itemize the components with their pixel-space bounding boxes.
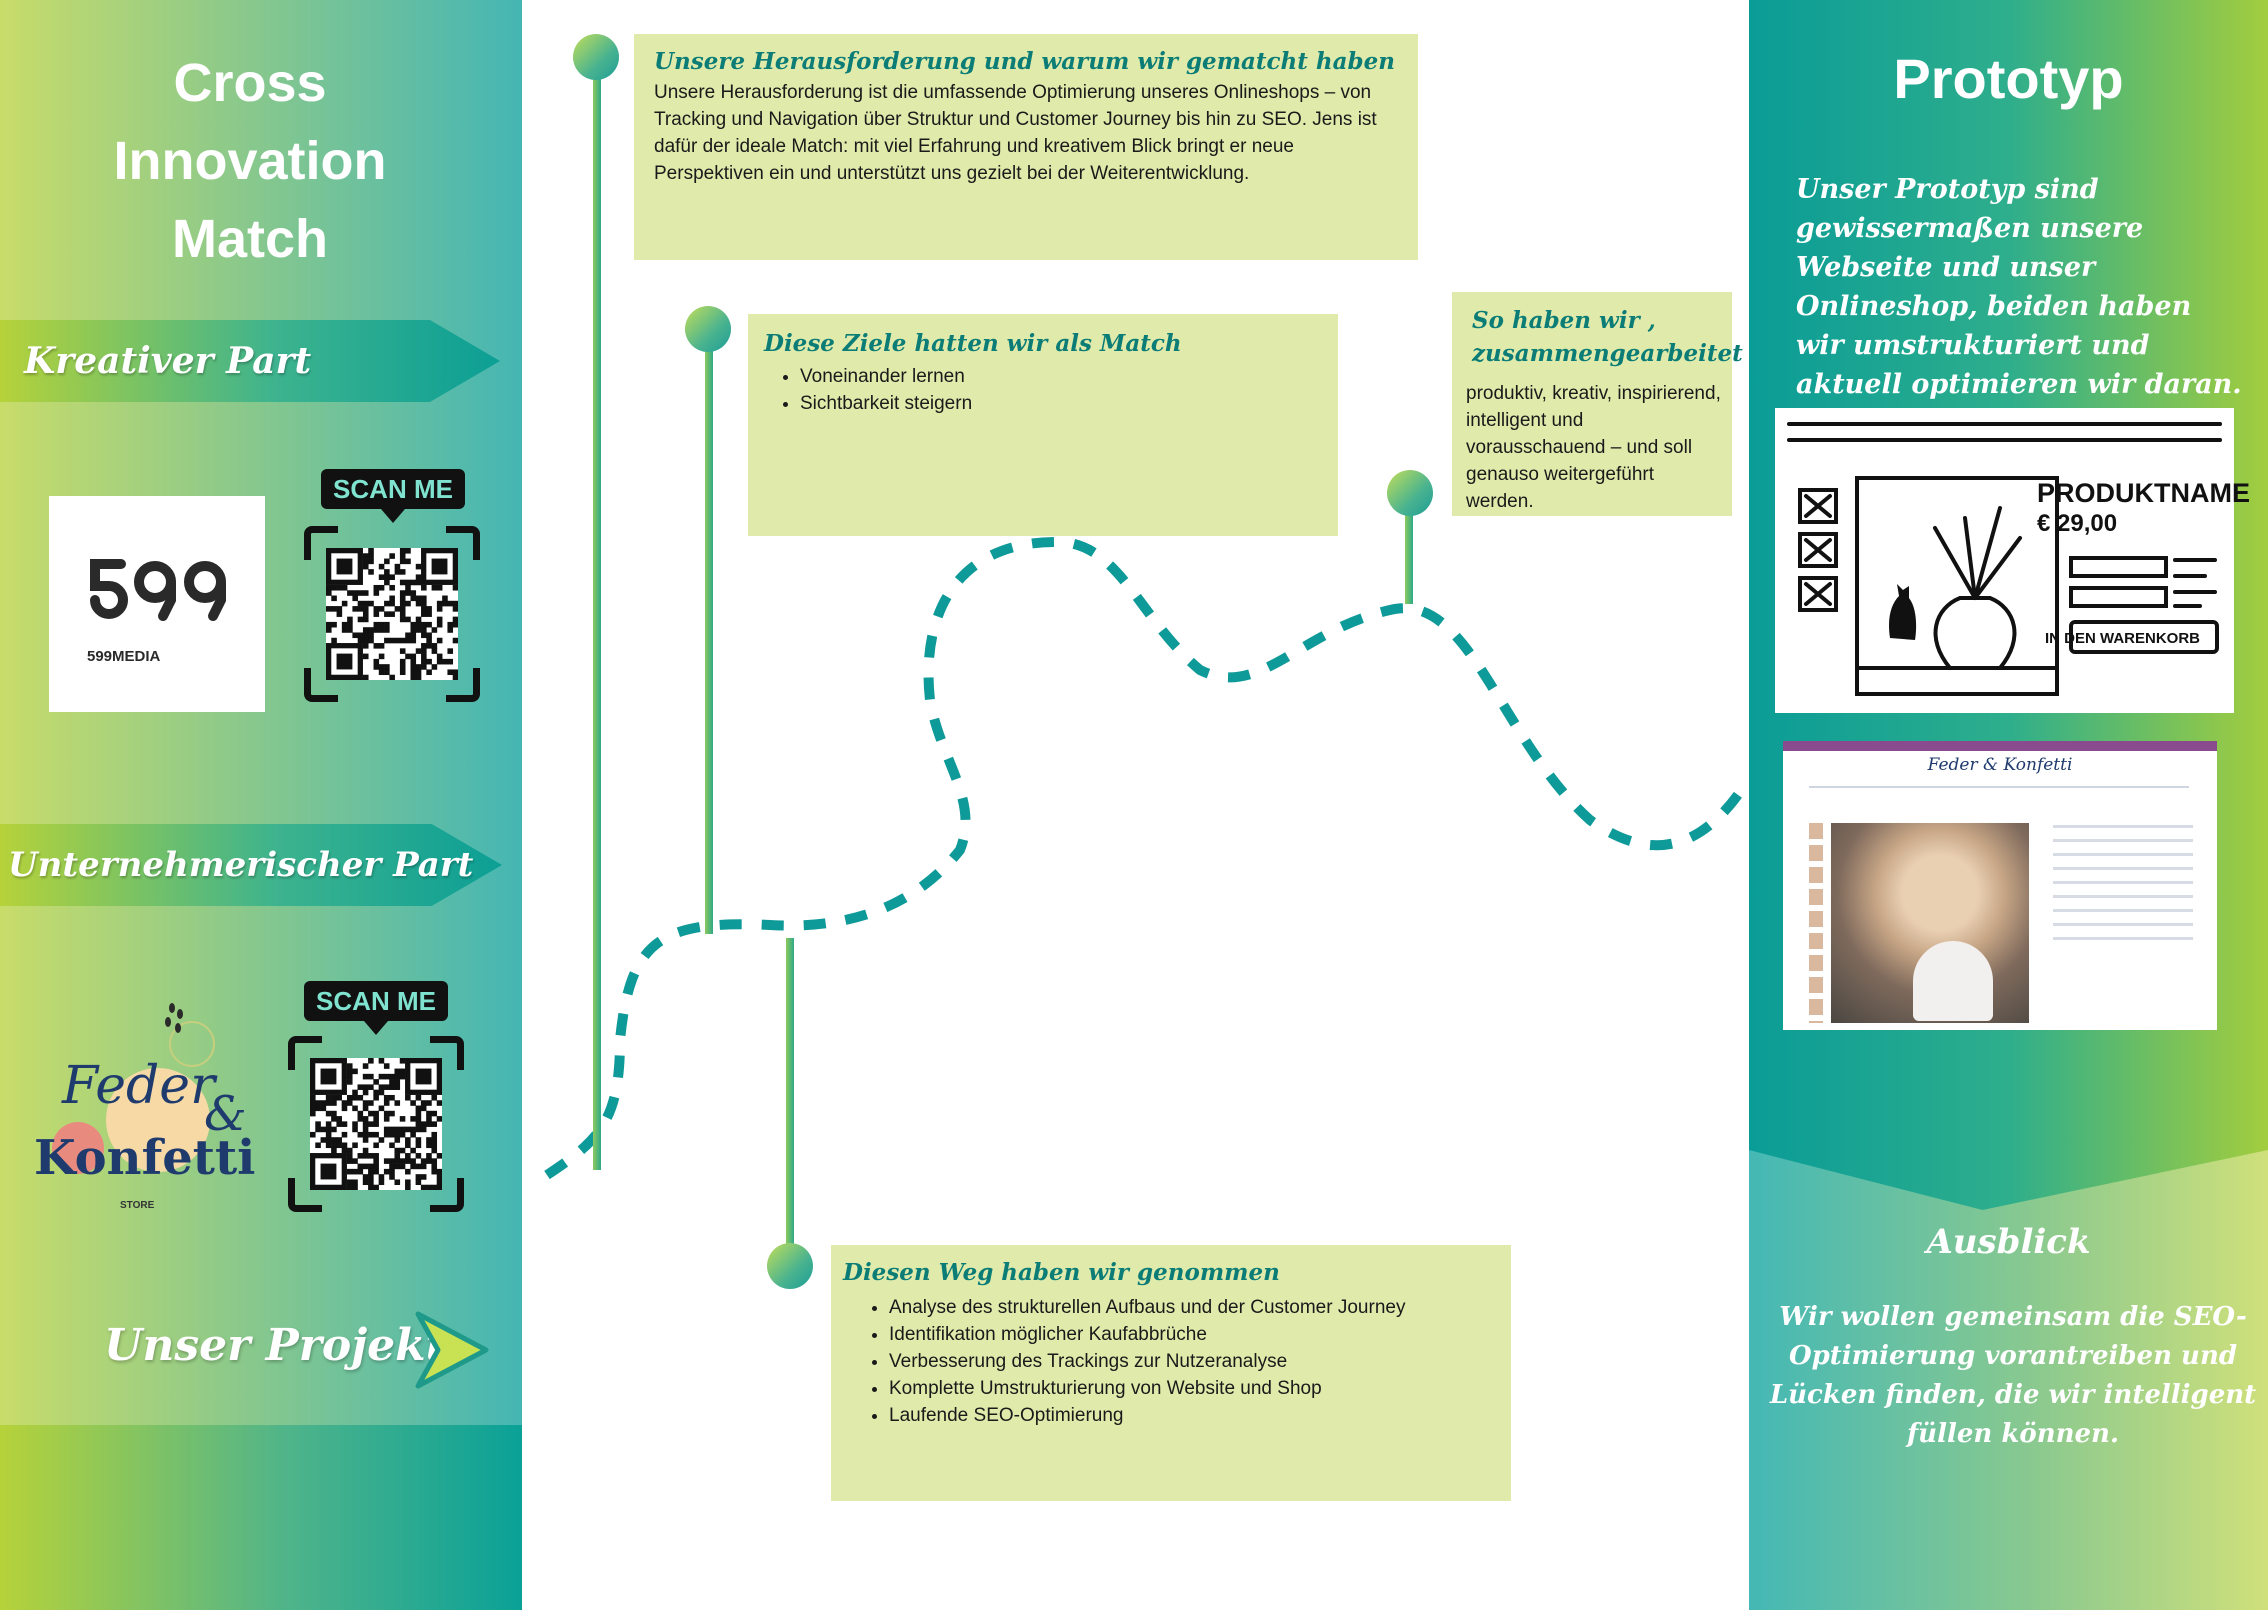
scan-me-tag-2: SCAN ME [304,981,448,1035]
prototype-title: Prototyp [1893,47,2124,110]
pin-stem-path [786,938,794,1278]
challenge-box: Unsere Herausforderung und warum wir gem… [634,34,1418,260]
pin-head-goals [685,306,731,352]
outlook-title: Ausblick [1926,1222,2091,1262]
collab-body: produktiv, kreativ, inspirierend, intell… [1466,383,1721,512]
path-box: Diesen Weg haben wir genommen Analyse de… [831,1245,1511,1501]
title-line-1: Cross [173,53,327,113]
path-item: Identifikation möglicher Kaufabbrüche [889,1321,1499,1348]
dashed-journey-path [544,536,1750,1180]
title-line-3: Match [171,209,328,269]
qr-code-599media[interactable] [304,526,480,702]
title-line-2: Innovation [113,131,387,191]
business-part-banner: Unternehmerischer Part [0,824,502,906]
path-heading: Diesen Weg haben wir genommen [843,1259,1280,1286]
collab-box: So haben wir , zusammengearbeitet produk… [1452,292,1743,516]
creative-part-banner: Kreativer Part [0,320,500,402]
path-list: Analyse des strukturellen Aufbaus und de… [843,1294,1499,1429]
challenge-body: Unsere Herausforderung ist die umfassend… [654,82,1377,184]
path-item: Komplette Umstrukturierung von Website u… [889,1375,1499,1402]
599media-label: 599MEDIA [87,648,161,665]
599-mark-icon [90,559,226,621]
goals-heading: Diese Ziele hatten wir als Match [764,330,1182,357]
scan-me-label-2: SCAN ME [316,986,436,1016]
goals-box: Diese Ziele hatten wir als Match Voneina… [748,314,1338,536]
goals-list: Voneinander lernen Sichtbarkeit steigern [764,363,1322,417]
feder-logo-store-label: STORE [120,1200,155,1211]
feder-konfetti-logo-icon [52,1003,215,1174]
left-panel-footer-band [0,1425,522,1610]
shop-vase-shape [1913,941,1993,1021]
scan-me-label-1: SCAN ME [333,474,453,504]
shop-brand: Feder & Konfetti [1927,755,2073,775]
pin-head-challenge [573,34,619,80]
path-item: Laufende SEO-Optimierung [889,1402,1499,1429]
path-item: Analyse des strukturellen Aufbaus und de… [889,1294,1499,1321]
prototype-sketch: PRODUKTNAME € 29,00 IN DEN WARENKORB [1775,408,2250,713]
project-label: Unser Projekt [104,1320,446,1371]
sketch-product-name: PRODUKTNAME [2037,478,2250,508]
shop-product-details [2053,825,2193,945]
feder-logo-ampersand: & [204,1086,247,1142]
pin-head-path [767,1243,813,1289]
goals-item: Voneinander lernen [800,363,1322,390]
pin-head-collab [1387,470,1433,516]
creative-part-label: Kreativer Part [24,340,312,382]
right-panel-outlook-band [1749,1150,2268,1610]
logo-feder-konfetti: Feder & Konfetti STORE [28,1000,258,1220]
wireframe-sketch-icon [1787,422,2222,696]
prototype-intro: Unser Prototyp sind gewissermaßen unsere… [1796,174,2242,400]
pin-stem-goals [705,330,713,934]
shop-thumbnails [1809,823,1823,1023]
scan-me-tag-1: SCAN ME [321,469,465,523]
business-part-label: Unternehmerischer Part [8,845,474,885]
sketch-price: € 29,00 [2037,510,2118,537]
challenge-heading: Unsere Herausforderung und warum wir gem… [654,48,1395,75]
outlook-text: Wir wollen gemeinsam die SEO-Optimierung… [1769,1302,2257,1449]
qr-code-feder-konfetti[interactable] [288,1036,464,1212]
main-title: Cross Innovation Match [0,44,500,278]
shop-screenshot: Feder & Konfetti [1783,741,2217,1030]
pin-stem-challenge [593,58,601,1170]
path-item: Verbesserung des Trackings zur Nutzerana… [889,1348,1499,1375]
feder-logo-word-1: Feder [62,1056,215,1116]
pin-stem-collab [1405,494,1413,604]
shop-topbar [1783,741,2217,751]
qr-code-pattern-icon [326,548,459,681]
collab-heading: So haben wir , zusammengearbeitet [1472,307,1743,367]
sketch-cart-button: IN DEN WARENKORB [2045,630,2201,647]
feder-logo-word-2: Konfetti [34,1130,256,1186]
qr-code-pattern-icon [310,1058,443,1191]
logo-599media: 599MEDIA [49,496,265,712]
goals-item: Sichtbarkeit steigern [800,390,1322,417]
shop-nav-line [1809,786,2189,788]
project-arrow-icon [415,1311,489,1389]
